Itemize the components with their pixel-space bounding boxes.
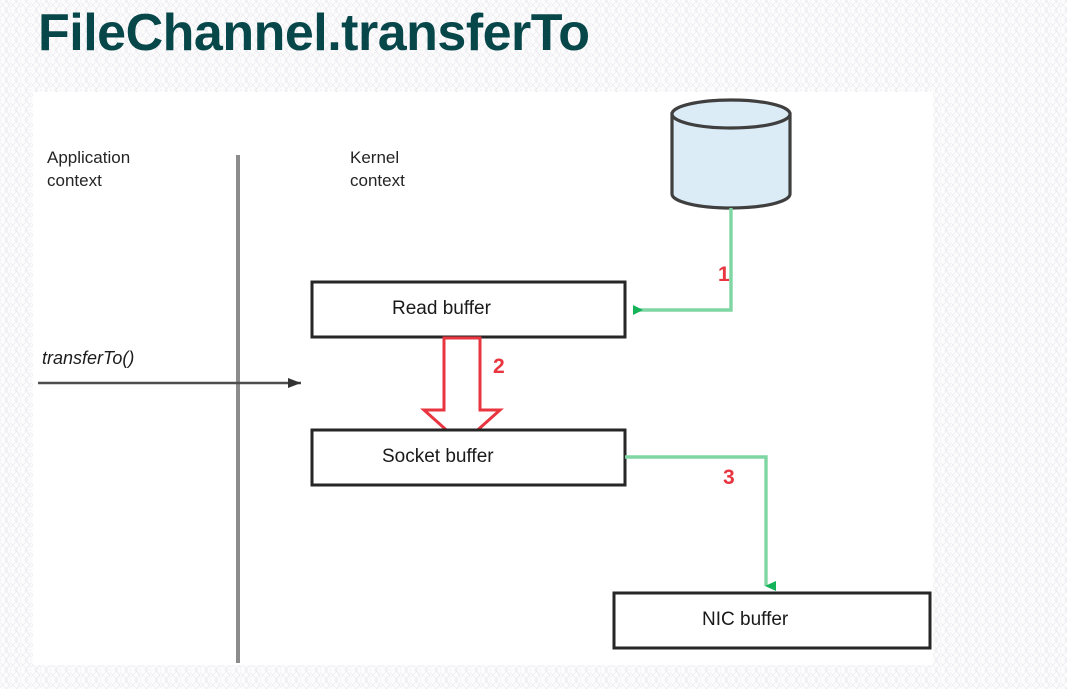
step-number-3: 3 [723,466,735,489]
nic-buffer-box [612,591,932,650]
page-title: FileChannel.transferTo [38,4,590,62]
edge-3-arrow [625,455,776,591]
label-transferto-call: transferTo() [42,348,135,368]
disk-cylinder [670,98,792,210]
socket-buffer-box [310,428,627,487]
label-application-context: Application context [47,148,131,190]
diagram-graphics [38,98,932,663]
label-kernel-context: Kernel context [350,148,405,190]
diagram-canvas [33,92,933,665]
read-buffer-box [310,280,627,339]
label-read-buffer: Read buffer [392,298,491,319]
step-number-1: 1 [718,263,730,286]
edge-2-arrow [420,336,504,447]
label-socket-buffer: Socket buffer [382,446,494,467]
step-number-2: 2 [493,355,505,378]
edge-1-arrow [633,208,733,315]
label-nic-buffer: NIC buffer [702,609,789,630]
